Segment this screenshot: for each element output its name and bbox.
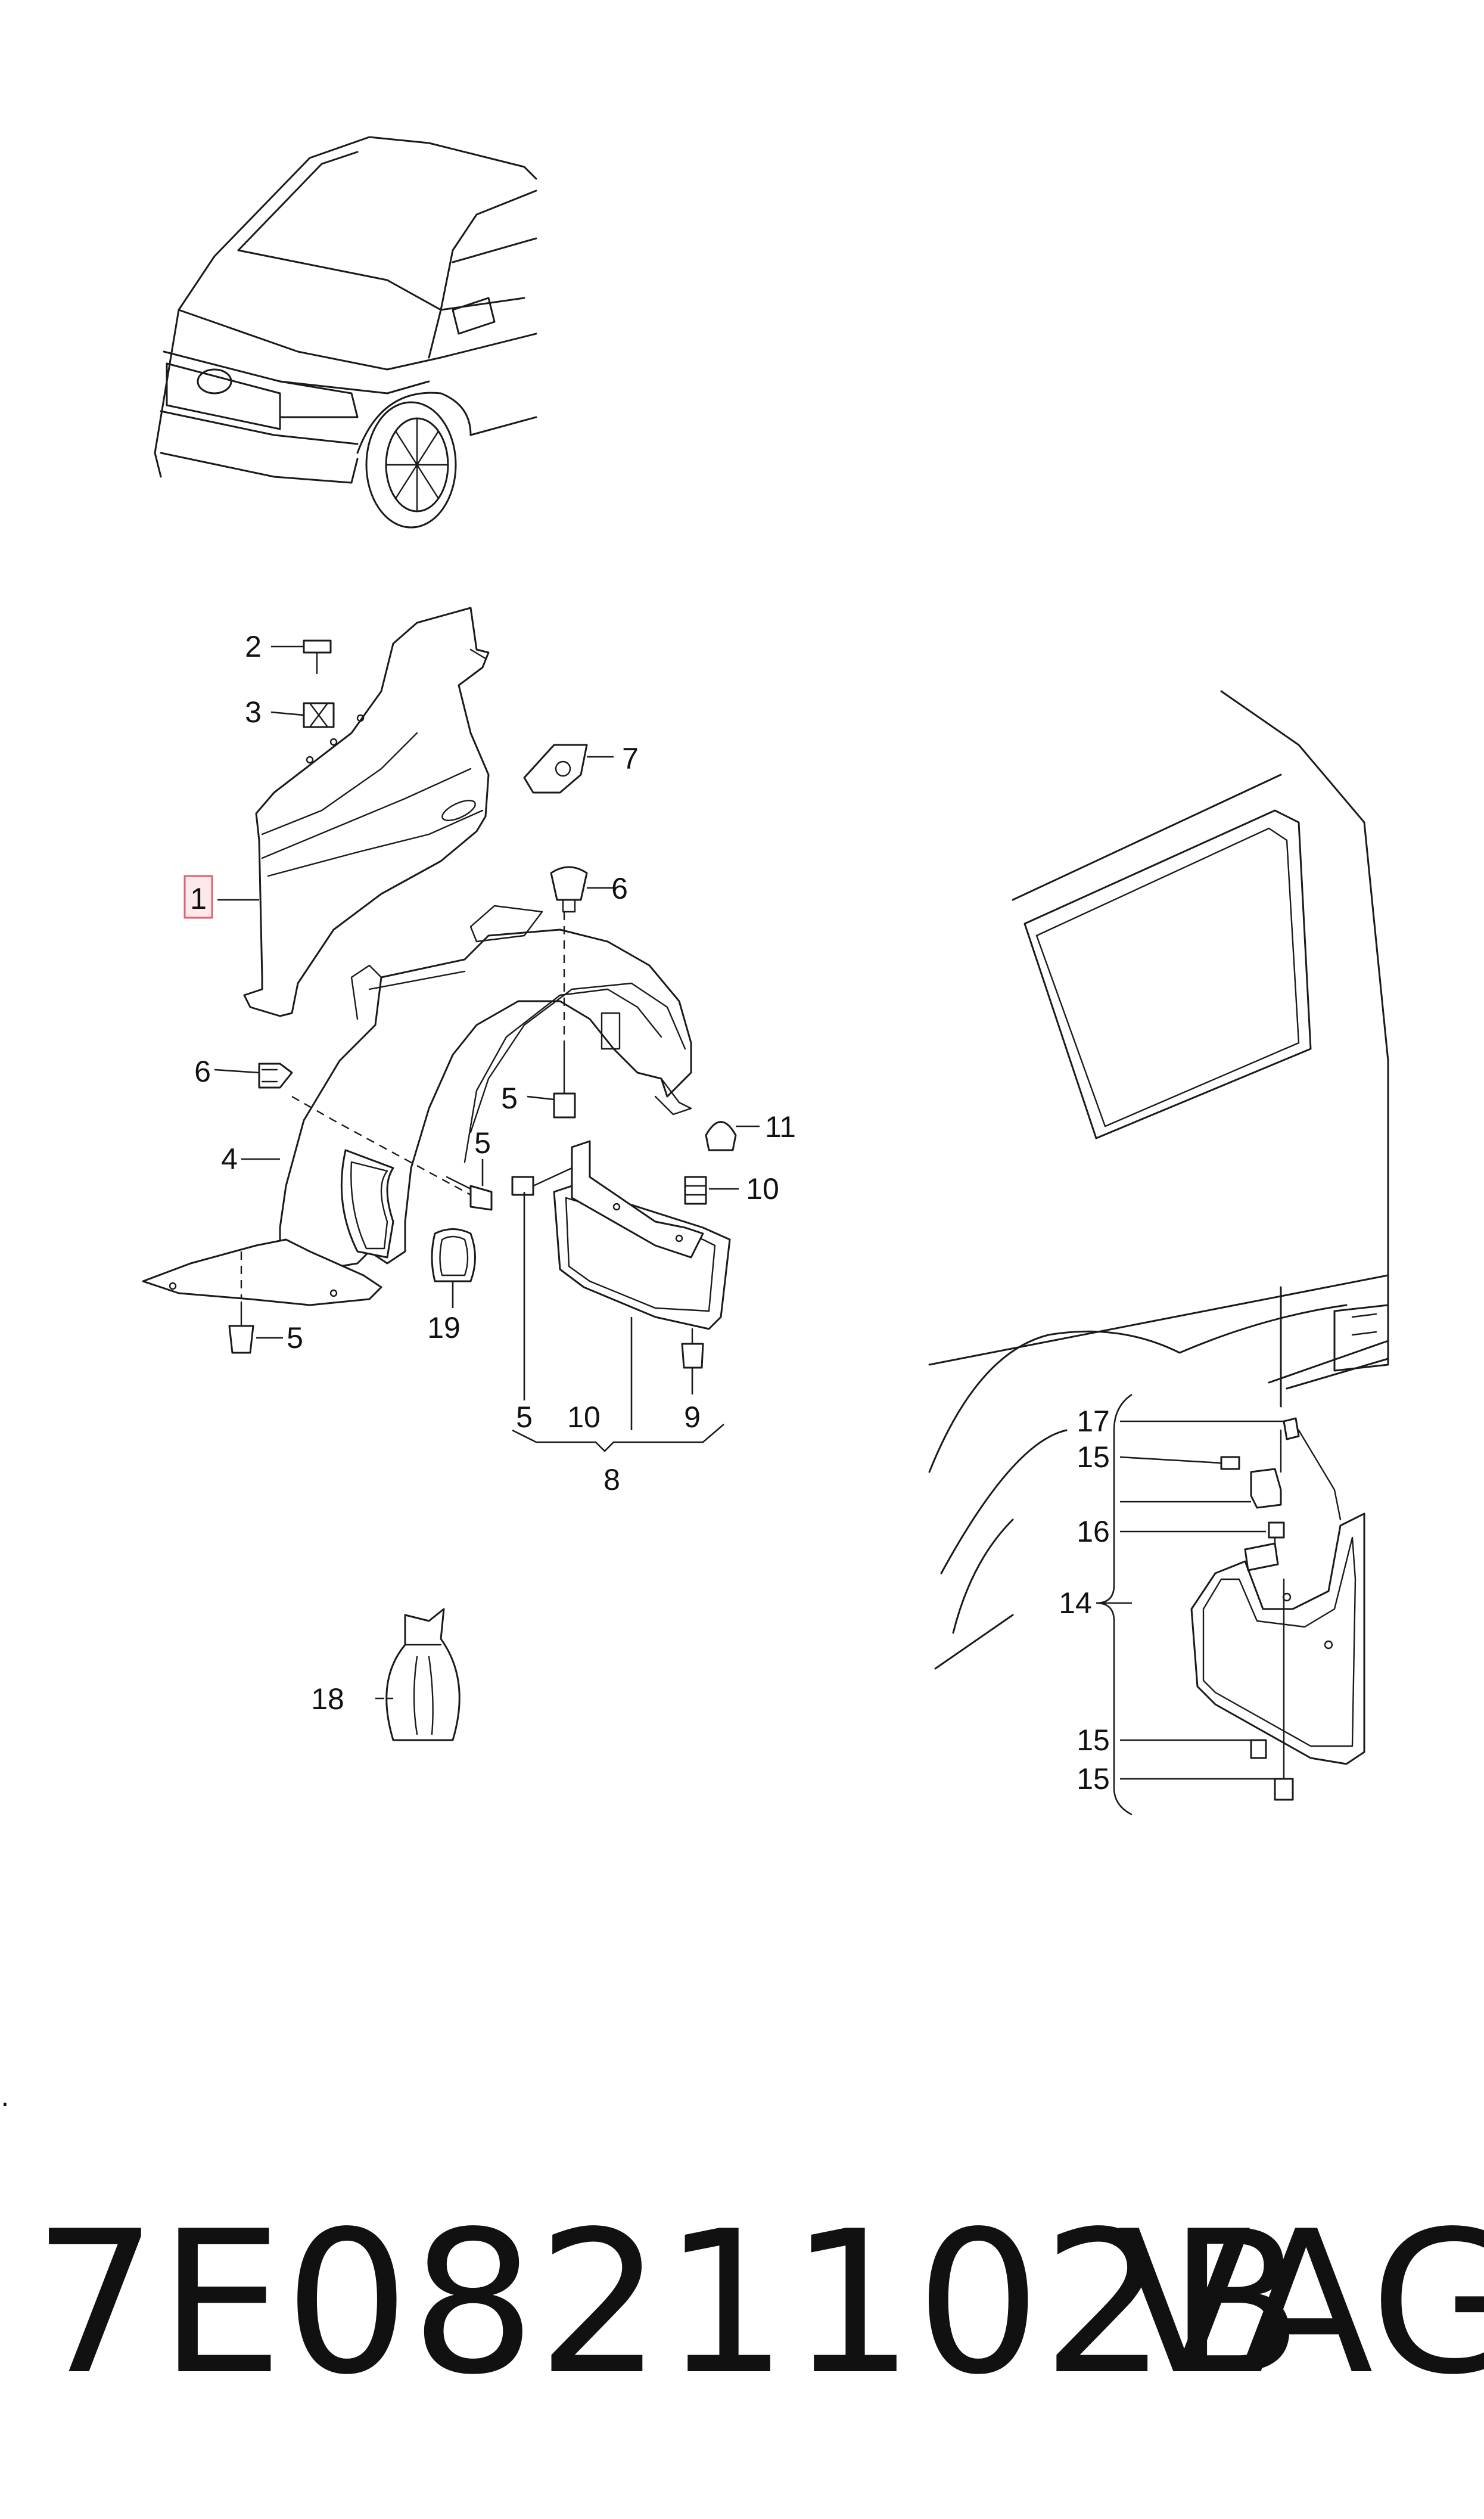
fastener-screw-2 <box>303 639 332 675</box>
fastener-clip-3 <box>303 702 335 728</box>
fastener-screw-5-left <box>228 1301 254 1354</box>
fastener-screw-5-upper <box>553 1048 576 1119</box>
callout-1: 1 <box>190 882 207 915</box>
bag-18-illustration <box>385 1608 461 1741</box>
brand-label: VAG <box>1117 2189 1484 2418</box>
callout-6-left: 6 <box>194 1055 211 1088</box>
callout-18: 18 <box>311 1682 344 1716</box>
callout-5-bottom: 5 <box>516 1400 533 1434</box>
fastener-clip-6-upper <box>550 866 588 913</box>
assembly-line <box>291 1095 471 1196</box>
callout-7: 7 <box>622 742 639 775</box>
callout-10-bottom: 10 <box>567 1400 601 1434</box>
callout-11: 11 <box>765 1110 796 1144</box>
callout-1-highlight <box>183 875 213 919</box>
part-number-label: 7E0821102B <box>33 2189 1305 2418</box>
callout-15-lower: 15 <box>1077 1762 1110 1796</box>
callout-2: 2 <box>245 630 262 663</box>
callout-6-upper: 6 <box>611 872 628 905</box>
callout-17: 17 <box>1077 1405 1110 1438</box>
wheel-arch-liner-illustration <box>142 905 692 1306</box>
rear-mud-flap-illustration <box>1190 1417 1365 1801</box>
vehicle-overview-illustration <box>154 136 537 529</box>
callout-4: 4 <box>221 1142 238 1176</box>
fastener-clip-6-left <box>258 1063 293 1089</box>
callout-9: 9 <box>684 1400 701 1434</box>
seal-19-illustration <box>431 1228 476 1282</box>
fastener-nut-10 <box>684 1176 707 1205</box>
callout-5-upper: 5 <box>501 1082 518 1115</box>
rear-body-illustration <box>928 690 1389 1670</box>
edge-mark: · <box>0 2086 10 2119</box>
front-fender-illustration <box>243 607 490 1017</box>
callout-14: 14 <box>1059 1586 1092 1620</box>
mounting-bracket-7-illustration <box>523 744 588 794</box>
callout-8: 8 <box>603 1463 620 1496</box>
fastener-cap-11 <box>705 1121 737 1151</box>
callout-10-right: 10 <box>746 1172 779 1206</box>
callout-5-left: 5 <box>287 1321 303 1355</box>
fastener-screw-5-mid <box>446 1176 493 1211</box>
callout-5-mid: 5 <box>474 1126 491 1160</box>
callout-15-upper: 15 <box>1077 1440 1110 1474</box>
rear-mud-flap-front-illustration <box>553 1140 731 1330</box>
callout-leaders <box>214 645 1284 1816</box>
callout-15-mid: 15 <box>1077 1723 1110 1757</box>
fastener-screw-5-flap <box>511 1167 573 1196</box>
callout-3: 3 <box>245 695 262 729</box>
callout-19: 19 <box>427 1311 461 1344</box>
callout-16: 16 <box>1077 1515 1110 1548</box>
fastener-screw-9 <box>681 1328 704 1369</box>
